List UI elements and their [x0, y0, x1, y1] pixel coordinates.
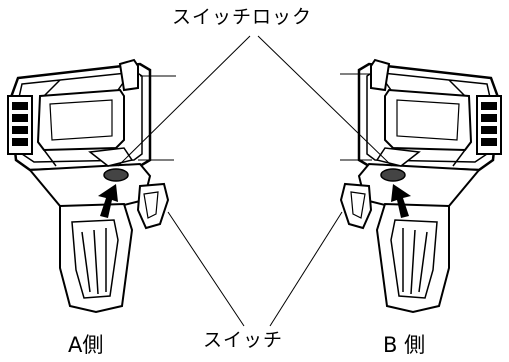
- switch-leader-a: [167, 211, 245, 327]
- switch-lock-leader-a: [117, 35, 251, 167]
- side-a-label: A側: [68, 333, 104, 357]
- tool-side-b: [339, 58, 503, 314]
- side-b-label: B 側: [383, 333, 426, 357]
- switch-lock-label: スイッチロック: [172, 6, 313, 28]
- leader-lines: [117, 35, 393, 327]
- tool-side-a: [6, 58, 170, 314]
- switch-label: スイッチ: [203, 329, 284, 351]
- switch-leader-b: [269, 211, 343, 327]
- switch-lock-leader-b: [257, 35, 393, 167]
